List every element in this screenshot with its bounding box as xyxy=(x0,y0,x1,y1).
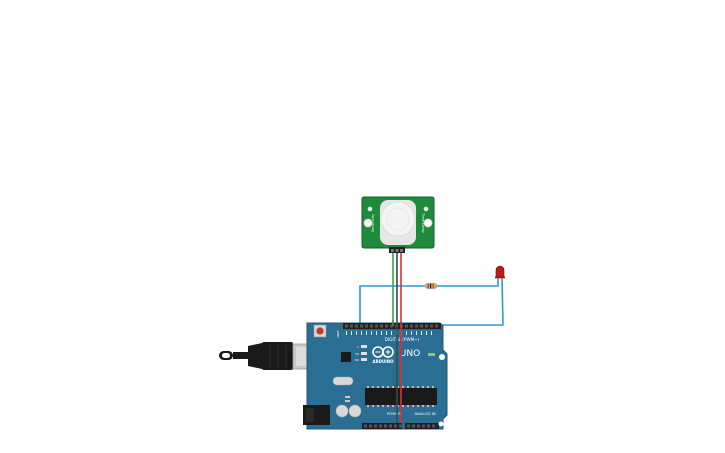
capacitor xyxy=(348,404,362,418)
arduino-brand: ARDUINO xyxy=(373,359,395,364)
tx-led xyxy=(361,352,367,355)
arduino-uno[interactable]: AREF DIGITAL (PWM~) L TX RX ARDUINO UNO xyxy=(303,322,448,430)
pir-pot-sensitivity[interactable] xyxy=(367,206,373,212)
arduino-logo-icon xyxy=(372,346,394,358)
wire-resistor-to-led[interactable] xyxy=(437,277,499,287)
pir-lens-dome xyxy=(380,201,416,237)
pir-right-label: Time Delay xyxy=(421,212,425,233)
usb-chip xyxy=(341,352,351,362)
crystal xyxy=(332,376,354,386)
pir-pot-time[interactable] xyxy=(423,206,429,212)
led[interactable] xyxy=(495,265,505,281)
wire-resistor-to-pin[interactable] xyxy=(359,285,425,323)
on-led xyxy=(428,353,435,356)
power-label: POWER xyxy=(387,411,401,416)
pir-sensor[interactable]: Sensitivity Time Delay xyxy=(361,196,435,253)
tx-label: TX xyxy=(354,352,359,356)
pir-mounting-hole xyxy=(363,218,373,228)
pir-mounting-hole xyxy=(423,218,433,228)
resistor[interactable] xyxy=(424,283,438,289)
capacitor xyxy=(335,404,349,418)
rx-led xyxy=(361,358,367,361)
board-mounting-hole xyxy=(438,421,444,427)
analog-label: ANALOG IN xyxy=(414,411,435,416)
arduino-model: UNO xyxy=(400,349,420,359)
aref-label: AREF xyxy=(336,330,340,338)
l-label: L xyxy=(357,345,359,349)
l-led xyxy=(361,345,367,348)
board-mounting-hole xyxy=(439,354,445,360)
pir-left-label: Sensitivity xyxy=(371,214,375,232)
rx-label: RX xyxy=(355,358,359,362)
digital-label: DIGITAL (PWM~) xyxy=(385,337,420,342)
wire-led-to-gnd[interactable] xyxy=(442,276,504,326)
